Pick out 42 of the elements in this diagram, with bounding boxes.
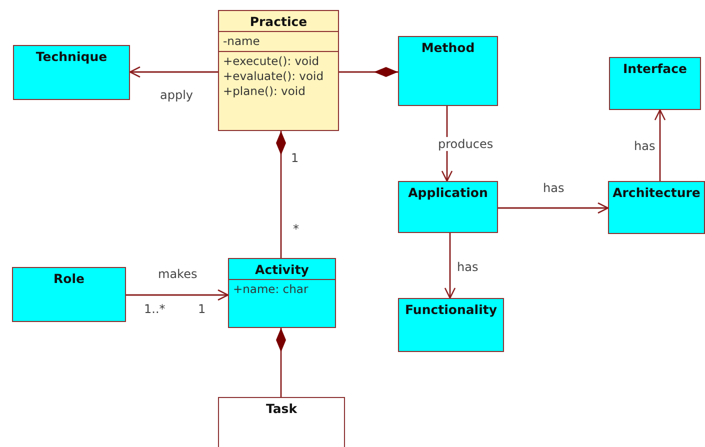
class-name: Role [52, 270, 86, 288]
edge-label: has [632, 139, 658, 153]
class-box [218, 397, 345, 447]
class-name: Activity [254, 261, 310, 279]
composition-line [339, 67, 398, 77]
class-box [12, 267, 126, 322]
class-box [398, 36, 498, 106]
composition-line [276, 131, 286, 258]
class-box [609, 57, 701, 110]
attribute-text: +name: char [233, 282, 310, 297]
edge-label: makes [156, 267, 200, 281]
edge-label: has [455, 260, 480, 274]
class-name: Functionality [404, 301, 498, 319]
multiplicity-label: 1..* [142, 302, 168, 316]
association-arrow [498, 202, 609, 214]
multiplicity-label: 1 [289, 151, 301, 165]
class-box [398, 181, 498, 233]
edge-label: apply [158, 88, 196, 102]
class-box [398, 298, 504, 352]
class-name: Technique [34, 48, 108, 66]
association-arrow [444, 233, 456, 299]
edge-label: has [541, 181, 566, 195]
class-name: Application [407, 184, 489, 202]
class-name: Method [420, 39, 476, 57]
class-name: Interface [622, 60, 688, 78]
class-name: Architecture [612, 184, 702, 202]
association-arrow [654, 109, 666, 181]
class-name: Task [264, 400, 298, 418]
class-box [228, 258, 336, 328]
class-name: Practice [248, 13, 308, 31]
multiplicity-label: 1 [196, 302, 208, 316]
method-text: +evaluate(): void [223, 69, 325, 84]
attribute-text: -name [223, 34, 261, 49]
class-box [13, 45, 130, 100]
association-arrow [126, 289, 229, 301]
class-box [218, 10, 339, 131]
edge-label: produces [436, 137, 496, 151]
method-text: +plane(): void [223, 84, 306, 99]
class-box [608, 181, 705, 234]
association-arrow [129, 66, 218, 78]
composition-line [276, 328, 286, 397]
method-text: +execute(): void [223, 54, 320, 69]
